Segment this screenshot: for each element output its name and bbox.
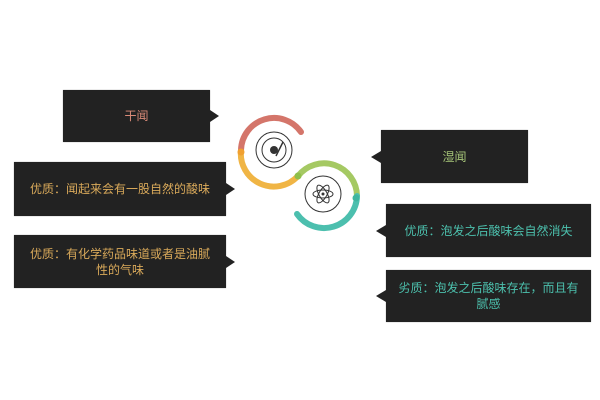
wet-bad-box: 劣质：泡发之后酸味存在，而且有腻感 [376,270,591,322]
dry-smell-title-box: 干闻 [63,90,219,142]
dry-good-box: 优质：闻起来会有一股自然的酸味 [14,162,235,216]
gauge-icon [255,131,293,169]
wet-bad-text: 劣质：泡发之后酸味存在，而且有腻感 [398,281,579,311]
wet-good-text: 优质：泡发之后酸味会自然消失 [404,223,573,238]
dry-smell-title: 干闻 [124,109,149,123]
atom-icon [304,175,342,213]
dry-good-text: 优质：闻起来会有一股自然的酸味 [29,182,210,196]
wet-smell-title-box: 湿闻 [371,130,528,183]
dry-bad-text: 优质：有化学药品味道或者是油腻性的气味 [29,246,210,277]
dry-bad-box: 优质：有化学药品味道或者是油腻性的气味 [14,235,235,288]
wet-good-box: 优质：泡发之后酸味会自然消失 [376,204,591,257]
wet-smell-title: 湿闻 [442,149,467,164]
